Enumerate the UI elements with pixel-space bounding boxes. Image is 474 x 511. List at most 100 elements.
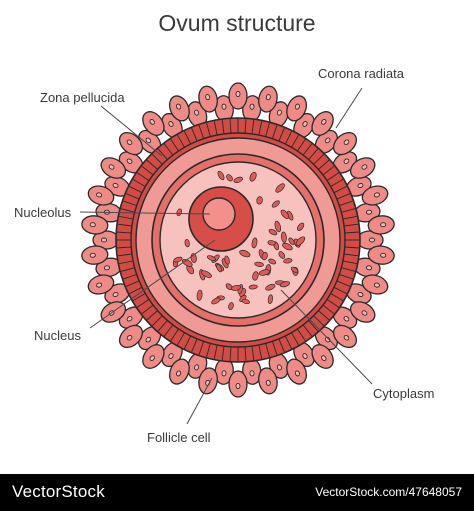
watermark-footer: VectorStock VectorStock.com/47648057 — [0, 474, 474, 511]
zona-striation — [339, 273, 354, 280]
cytoplasm-granule — [295, 236, 306, 246]
cytoplasm-granule — [271, 200, 280, 208]
leader-cytoplasm — [280, 289, 373, 385]
zona-striation — [140, 165, 154, 176]
leader-nucleus — [89, 239, 216, 329]
cytoplasm-granule — [282, 242, 293, 251]
zona-striation — [118, 215, 134, 220]
zona-striation — [125, 192, 140, 200]
zona-striation — [151, 315, 163, 327]
ovum-diagram — [79, 82, 395, 425]
follicle-cell — [361, 274, 389, 295]
cytoplasm-granule — [254, 261, 264, 267]
zona-striation — [122, 200, 137, 207]
cytoplasm-granule — [281, 231, 287, 243]
leader-lines — [79, 87, 373, 425]
zona-striation — [132, 293, 146, 302]
zona-striation — [118, 260, 134, 265]
zona-striation — [342, 260, 358, 265]
cytoplasm-granule — [184, 238, 190, 248]
follicle-cell — [168, 358, 190, 385]
zona-striation — [330, 293, 344, 302]
cytoplasm-granule — [241, 298, 250, 305]
zona-striation — [341, 267, 356, 273]
zona-striation — [344, 231, 360, 234]
follicle-cell — [87, 274, 115, 295]
cytoplasm-granule — [211, 297, 221, 305]
follicle-cell — [168, 95, 190, 122]
zona-striation — [190, 127, 198, 142]
zona-striation — [221, 346, 225, 362]
zona-striation — [120, 267, 135, 273]
cytoplasm-granule — [261, 251, 268, 261]
zona-striation — [198, 124, 205, 139]
zona-striation — [128, 286, 143, 295]
cytoplasm-granule — [239, 249, 251, 258]
cytoplasm-granule — [217, 170, 225, 181]
zona-striation — [146, 310, 158, 321]
zona-striation — [251, 118, 255, 134]
follicle-cell — [286, 358, 308, 385]
cytoplasm-granule — [274, 220, 282, 233]
cytoplasm-granule — [258, 269, 270, 276]
cytoplasm-granule — [268, 258, 277, 265]
vectorstock-logo: VectorStock — [12, 482, 105, 501]
follicle-cell — [118, 131, 144, 156]
zona-striation — [336, 280, 351, 288]
zona-striation — [136, 171, 150, 181]
follicle-cell — [311, 344, 334, 369]
zona-striation — [302, 324, 313, 338]
cytoplasm-granule — [283, 258, 293, 264]
zona-striation — [278, 338, 286, 353]
zona-striation — [339, 200, 354, 207]
cytoplasm-granule — [251, 237, 258, 249]
zona-striation — [229, 118, 232, 134]
zona-striation — [116, 223, 132, 227]
zona-striation — [330, 178, 344, 187]
follicle-cell — [286, 95, 308, 122]
follicle-cell — [353, 202, 381, 223]
zona-striation — [169, 138, 179, 152]
cytoplasm-granule — [296, 222, 305, 231]
zona-striation — [120, 207, 135, 213]
zona-striation — [271, 124, 278, 139]
cytoplasm-granule — [268, 228, 278, 236]
zona-pellucida-striations — [116, 118, 360, 362]
zona-striation — [344, 223, 360, 227]
zona-striation — [333, 185, 348, 194]
zona-striation — [344, 246, 360, 249]
zona-striation — [122, 273, 137, 280]
label-corona-radiata: Corona radiata — [318, 66, 404, 81]
zona-striation — [176, 134, 185, 148]
image-id-url: VectorStock.com/47648057 — [315, 485, 462, 499]
zona-striation — [132, 178, 146, 187]
zona-striation — [333, 286, 348, 295]
leader-nucleolus — [79, 211, 211, 215]
cytoplasm-granule — [267, 294, 274, 305]
zona-pellucida-inner-edge — [130, 132, 346, 348]
zona-striation — [341, 207, 356, 213]
cytoplasm-granule — [233, 176, 243, 184]
cytoplasm-granule — [252, 271, 259, 281]
zona-striation — [302, 142, 313, 156]
follicle-cell — [258, 367, 278, 395]
zona-striation — [146, 159, 158, 170]
zona-striation — [313, 153, 325, 165]
zona-striation — [291, 332, 300, 346]
zona-striation — [169, 328, 179, 342]
zona-striation — [221, 118, 225, 134]
zona-striation — [190, 338, 198, 353]
cytoplasm-granule — [206, 255, 216, 261]
zona-striation — [297, 138, 307, 152]
zona-striation — [318, 159, 330, 170]
zona-striation — [151, 153, 163, 165]
zona-striation — [258, 344, 263, 360]
zona-striation — [344, 253, 360, 257]
cytoplasm-granule — [249, 171, 257, 182]
zona-striation — [163, 324, 174, 338]
zona-striation — [322, 304, 336, 315]
zona-striation — [176, 332, 185, 346]
follicle-cell — [332, 324, 358, 349]
follicle-cell — [349, 157, 376, 179]
